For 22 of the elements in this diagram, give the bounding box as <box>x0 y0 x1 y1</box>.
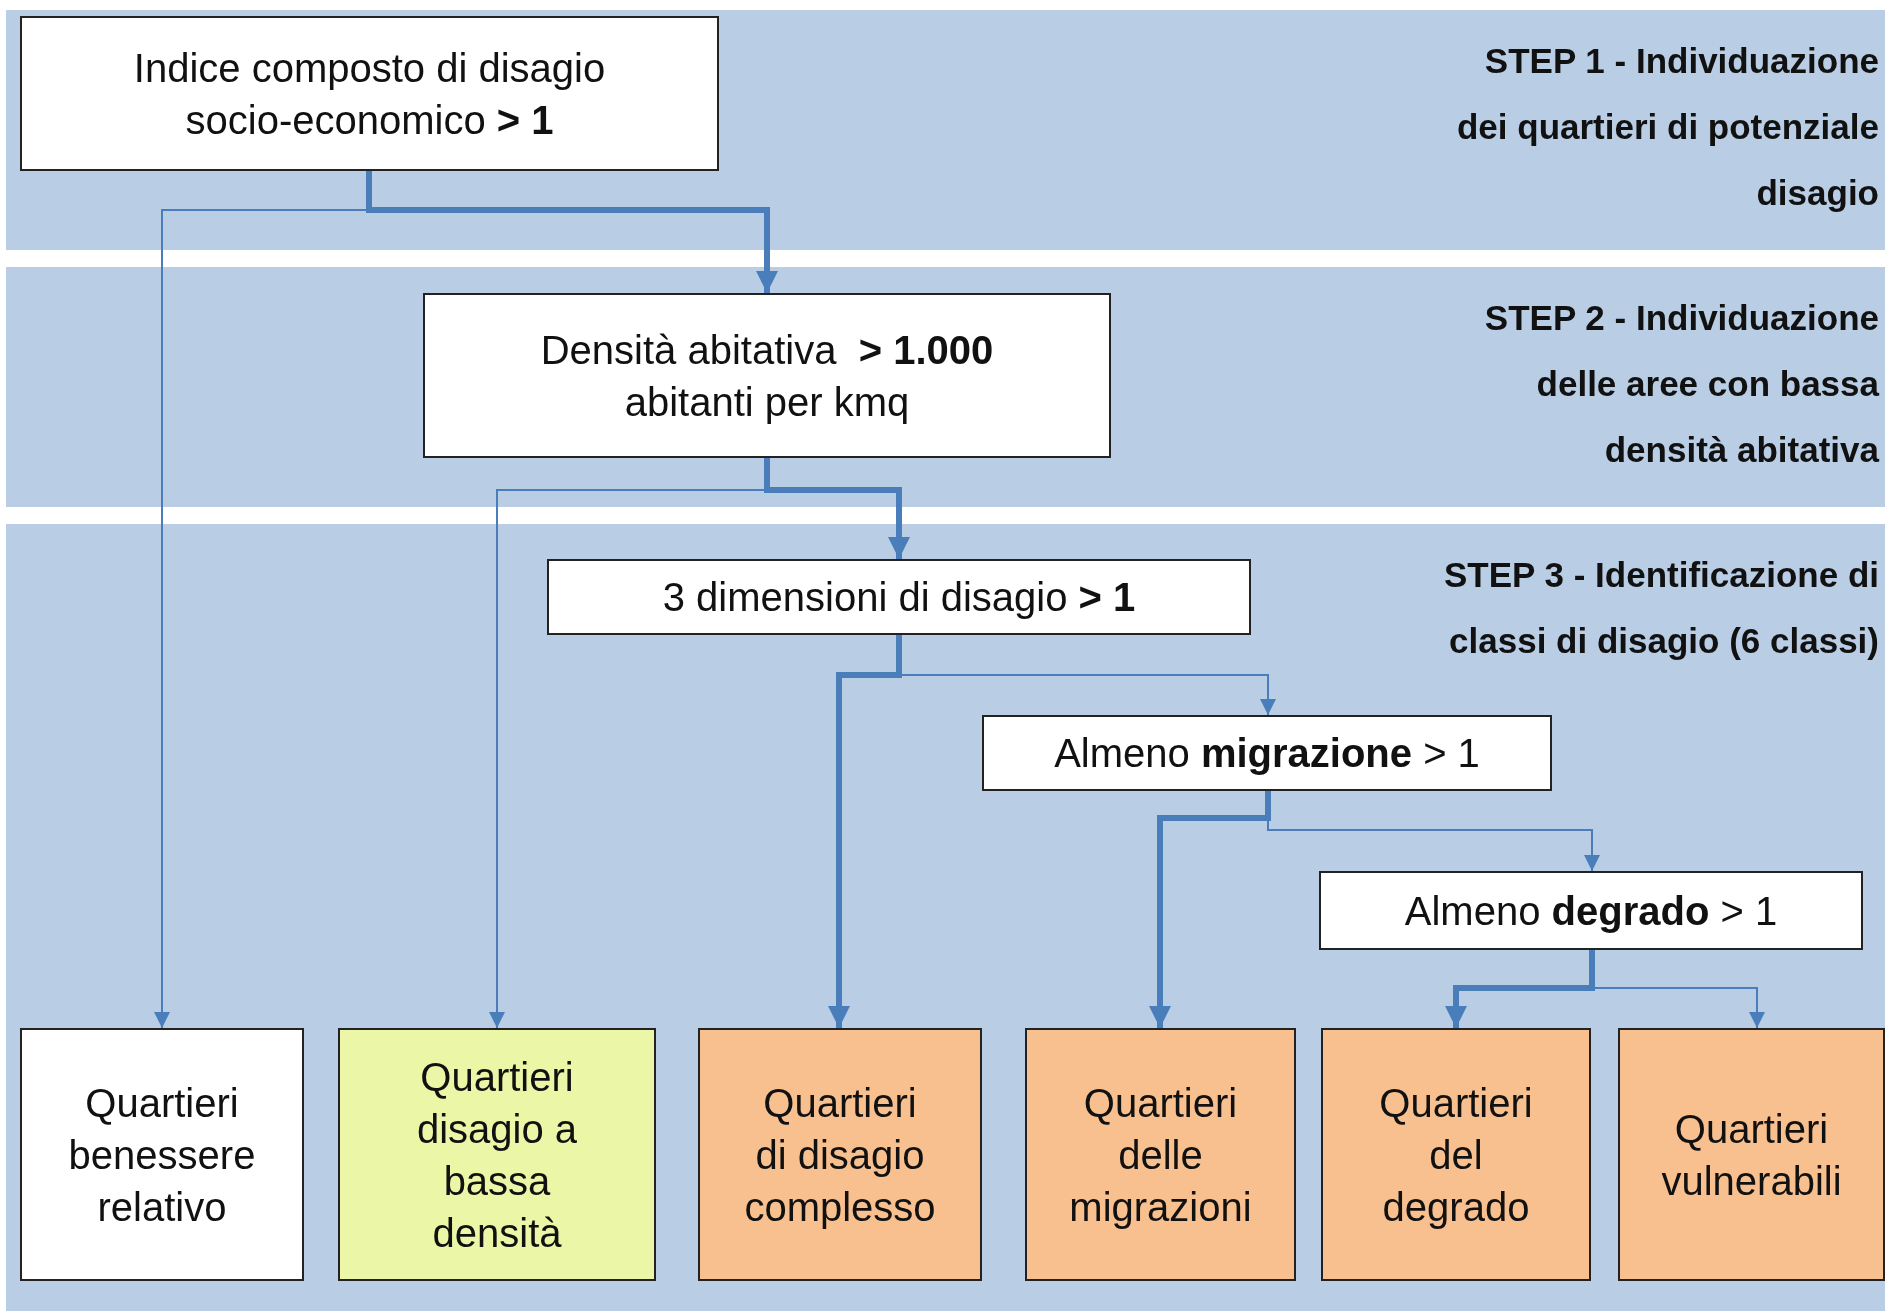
step-heading: STEP 2 - Individuazione delle aree con bassa densità abitativa <box>1483 297 1879 471</box>
criterion-box: 3 dimensioni di disagio > 1 <box>547 559 1251 635</box>
class-box: Quartieri di disagio complesso <box>698 1028 982 1281</box>
class-box: Quartieri vulnerabili <box>1618 1028 1885 1281</box>
step-band <box>6 524 1885 1311</box>
criterion-box: Indice composto di disagio socio-economico > 1 <box>20 16 719 171</box>
arrow <box>366 171 778 293</box>
class-box: Quartieri benessere relativo <box>20 1028 304 1281</box>
class-box: Quartieri del degrado <box>1321 1028 1591 1281</box>
arrow <box>828 635 902 1028</box>
arrow <box>764 458 910 559</box>
class-box: Quartieri delle migrazioni <box>1025 1028 1296 1281</box>
criterion-box: Almeno migrazione > 1 <box>982 715 1552 791</box>
step-band <box>6 267 1885 507</box>
step-band <box>6 10 1885 250</box>
arrow <box>1149 791 1271 1028</box>
step-heading: STEP 3 - Identificazione di classi di disagio (6 classi) <box>1443 554 1879 662</box>
arrow <box>1445 950 1595 1028</box>
criterion-box: Almeno degrado > 1 <box>1319 871 1863 950</box>
step-heading: STEP 1 - Individuazione dei quartieri di potenziale disagio <box>1455 40 1879 214</box>
class-box: Quartieri disagio a bassa densità <box>338 1028 656 1281</box>
criterion-box: Densità abitativa > 1.000 abitanti per kmq <box>423 293 1111 458</box>
